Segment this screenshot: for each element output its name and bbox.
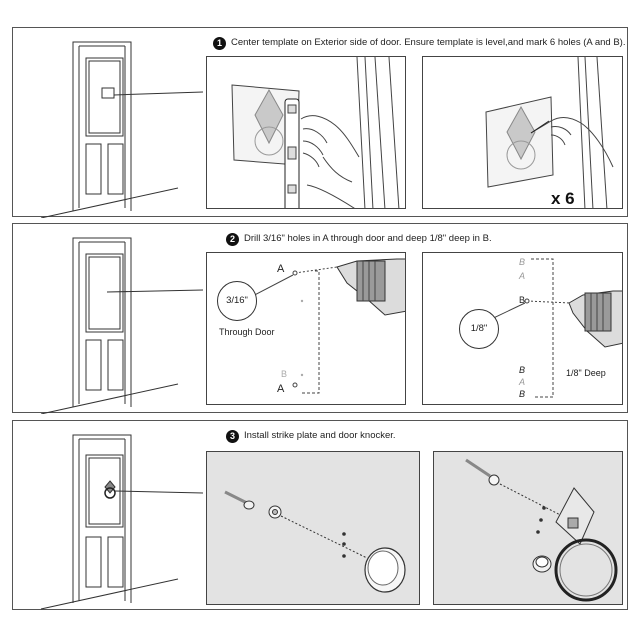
mark-a-2: A <box>519 377 526 387</box>
mark-b-3: B <box>519 365 526 375</box>
step-2: 2 Drill 3/16" holes in A through door an… <box>12 223 628 414</box>
step-2-panel-through: A B A 3/16" Through Door <box>206 252 406 405</box>
mark-a-1: A <box>519 271 526 281</box>
mark-b-4: B <box>519 389 526 399</box>
step-1-panel-marking: x 6 <box>422 56 623 209</box>
step-2-number-badge: 2 <box>226 233 239 246</box>
step-2-panel-deep: B A B B A B 1/8" 1/8" Deep <box>422 252 623 405</box>
step-1-number-badge: 1 <box>213 37 226 50</box>
through-door-label: Through Door <box>219 327 275 337</box>
hole-a-size-callout: 3/16" <box>217 281 257 321</box>
step-3-caption: Install strike plate and door knocker. <box>244 430 396 441</box>
step-3-panel-strike-plate <box>206 451 420 605</box>
mark-b-bottom: B <box>281 369 288 379</box>
step-1-caption: Center template on Exterior side of door… <box>231 37 626 48</box>
door-illustration-2 <box>40 237 204 414</box>
mark-b-2: B <box>519 295 526 305</box>
mark-b-1: B <box>519 257 526 267</box>
step-3-number-badge: 3 <box>226 430 239 443</box>
door-illustration-3 <box>40 434 204 610</box>
door-illustration-1 <box>40 41 204 218</box>
step-1-panel-level <box>206 56 406 209</box>
hole-b-size-callout: 1/8" <box>459 309 499 349</box>
step-3-panel-knocker <box>433 451 623 605</box>
mark-a-top: A <box>277 263 285 275</box>
step-3: 3 Install strike plate and door knocker. <box>12 420 628 610</box>
step-1: 1 Center template on Exterior side of do… <box>12 27 628 218</box>
deep-label: 1/8" Deep <box>566 368 606 378</box>
mark-a-bottom: A <box>277 383 285 395</box>
step-2-caption: Drill 3/16" holes in A through door and … <box>244 233 492 244</box>
multiplier-label: x 6 <box>551 189 575 208</box>
